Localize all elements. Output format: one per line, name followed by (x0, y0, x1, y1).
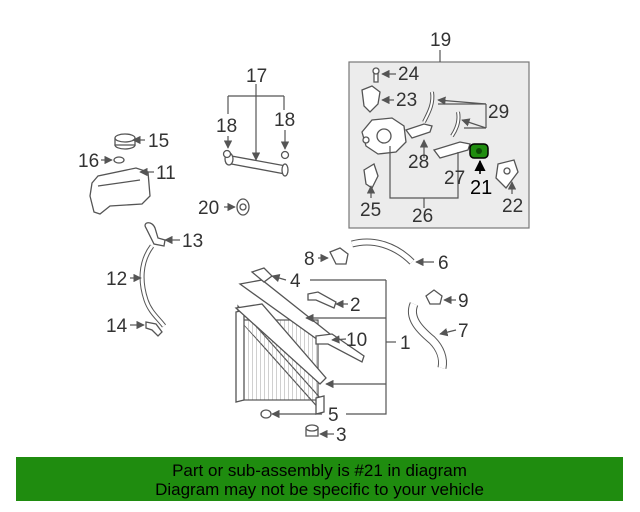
pipe-28[interactable] (404, 123, 433, 139)
hose-13[interactable] (144, 222, 166, 247)
label-15: 15 (148, 131, 169, 152)
label-22: 22 (502, 196, 523, 217)
radiator-core[interactable] (234, 303, 327, 415)
label-19: 19 (430, 30, 451, 51)
label-13: 13 (182, 231, 203, 252)
part-10[interactable] (315, 333, 365, 363)
label-14: 14 (106, 316, 128, 337)
lower-hose-7[interactable] (408, 302, 447, 369)
label-7: 7 (458, 321, 469, 342)
clamp-8[interactable] (329, 247, 349, 265)
part-20[interactable] (236, 198, 250, 216)
hose-29-a[interactable] (422, 91, 435, 123)
mount-3[interactable] (305, 424, 319, 437)
part-22[interactable] (495, 159, 519, 189)
banner-line-1: Part or sub-assembly is #21 in diagram (172, 461, 467, 480)
hose-12[interactable] (139, 244, 166, 328)
label-11: 11 (156, 163, 176, 184)
part-25[interactable] (363, 163, 379, 189)
label-18-left: 18 (216, 116, 237, 137)
label-3: 3 (336, 425, 347, 446)
label-4: 4 (290, 271, 301, 292)
label-6: 6 (438, 253, 449, 274)
pipe-27[interactable] (432, 141, 471, 159)
part-21-highlighted[interactable] (469, 143, 489, 159)
label-28: 28 (408, 152, 429, 173)
reservoir-tank[interactable] (89, 167, 151, 215)
part-2[interactable] (307, 291, 337, 309)
clamp-18-right[interactable] (280, 150, 290, 160)
water-pump-housing[interactable] (361, 117, 407, 155)
label-10: 10 (346, 330, 367, 351)
label-26: 26 (412, 206, 433, 227)
label-9: 9 (458, 291, 469, 312)
clamp-9[interactable] (425, 289, 443, 305)
upper-hose-6[interactable] (351, 238, 415, 265)
label-25: 25 (360, 200, 381, 221)
label-24: 24 (398, 64, 420, 85)
label-12: 12 (106, 269, 127, 290)
parts-diagram: 19 24 23 29 28 27 21 22 25 26 17 18 18 1… (78, 30, 530, 446)
label-2: 2 (350, 295, 361, 316)
hose-29-b[interactable] (450, 111, 461, 138)
label-18-right: 18 (274, 110, 295, 131)
label-5: 5 (328, 405, 339, 426)
part-4[interactable] (250, 267, 273, 283)
label-8: 8 (304, 249, 315, 270)
label-21: 21 (470, 177, 492, 199)
label-29: 29 (488, 102, 509, 123)
part-24[interactable] (372, 67, 380, 83)
label-17: 17 (246, 66, 267, 87)
reservoir-cap[interactable] (114, 133, 136, 150)
clamp-18-left[interactable] (222, 149, 232, 159)
fitment-notice-banner: Part or sub-assembly is #21 in diagram D… (16, 457, 623, 501)
label-1: 1 (400, 333, 411, 354)
label-16: 16 (78, 151, 99, 172)
banner-line-2: Diagram may not be specific to your vehi… (155, 480, 484, 499)
label-20: 20 (198, 198, 219, 219)
drain-plug-5[interactable] (260, 409, 272, 419)
cap-gasket[interactable] (113, 156, 125, 164)
part-23[interactable] (361, 85, 381, 113)
label-27: 27 (444, 168, 465, 189)
label-23: 23 (396, 90, 417, 111)
part-14[interactable] (145, 321, 163, 337)
